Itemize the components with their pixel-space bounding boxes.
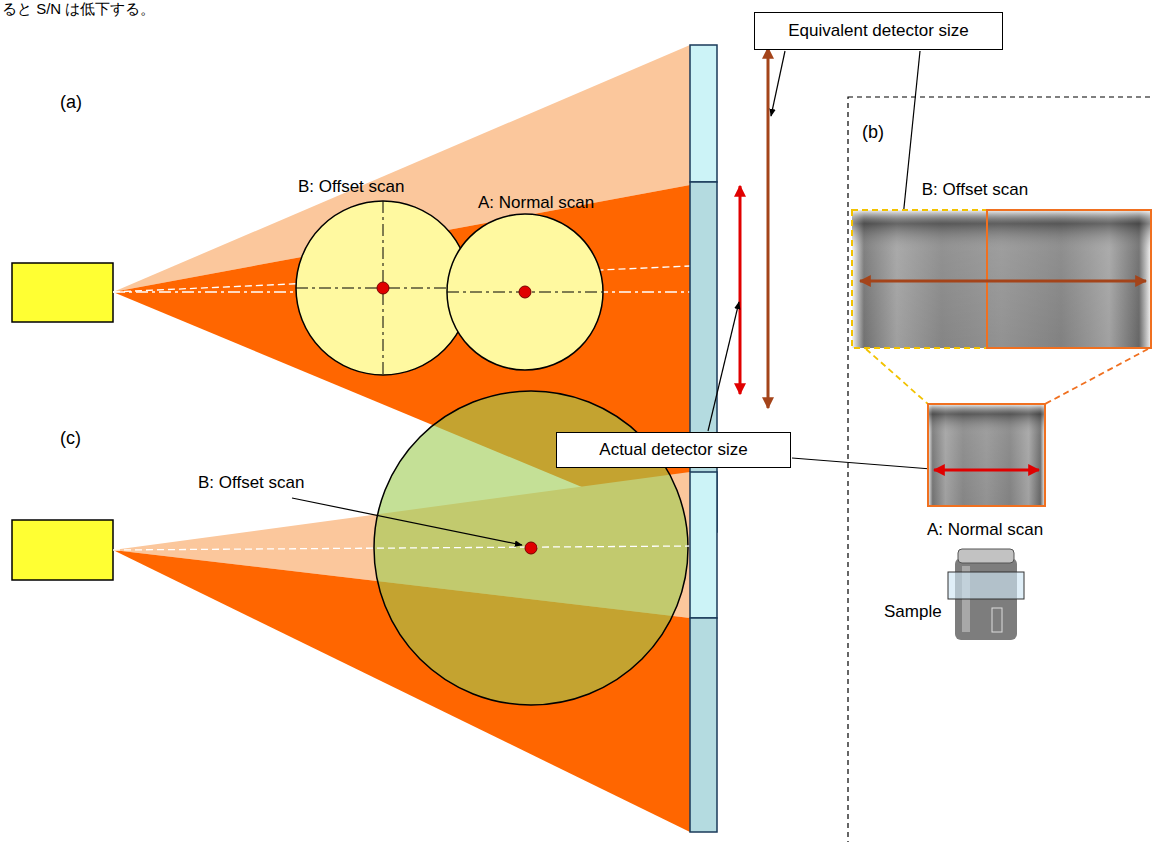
sample-detail bbox=[992, 608, 1002, 632]
scan-label: B: Offset scan bbox=[922, 180, 1028, 200]
detector bbox=[690, 618, 717, 832]
scan-label: B: Offset scan bbox=[298, 177, 404, 197]
panel-label: (a) bbox=[60, 92, 82, 113]
zoom-guide bbox=[866, 349, 928, 404]
equivalent-size-arrow bbox=[767, 48, 770, 408]
scan-label: A: Normal scan bbox=[927, 520, 1043, 540]
projection-shade bbox=[928, 404, 1045, 506]
xray-source bbox=[12, 520, 113, 580]
pointer-arrow bbox=[292, 498, 522, 545]
scan-label: A: Normal scan bbox=[478, 193, 594, 213]
actual-size-arrow bbox=[739, 186, 742, 394]
callout-box: Actual detector size bbox=[556, 432, 791, 468]
rotation-center bbox=[525, 542, 537, 554]
leader-line bbox=[771, 51, 785, 116]
offset-sample-circle bbox=[296, 201, 470, 375]
leader-line bbox=[792, 458, 944, 470]
virtual-detector bbox=[690, 472, 717, 618]
scan-label: B: Offset scan bbox=[198, 473, 304, 493]
actual-half bbox=[987, 210, 1151, 348]
sample-cap bbox=[958, 549, 1014, 563]
normal-sample-circle bbox=[447, 214, 603, 370]
panel-frame bbox=[848, 97, 1152, 842]
projection-shade bbox=[852, 210, 1151, 348]
box-text: Actual detector size bbox=[599, 440, 747, 460]
virtual-detector bbox=[690, 45, 717, 182]
rotation-center bbox=[377, 282, 389, 294]
zoom-guide bbox=[1045, 349, 1148, 404]
offset-projection bbox=[852, 210, 1151, 348]
box-text: Equivalent detector size bbox=[788, 21, 969, 41]
equivalent-size-arrow bbox=[860, 280, 1146, 283]
panel-label: (c) bbox=[60, 428, 81, 449]
normal-projection bbox=[928, 404, 1045, 506]
scan-region bbox=[948, 572, 1024, 599]
sample-label: Sample bbox=[884, 602, 942, 622]
leader-line bbox=[708, 302, 739, 431]
virtual-half bbox=[852, 210, 987, 348]
actual-size-arrow bbox=[934, 469, 1039, 472]
offset-axis bbox=[113, 546, 690, 550]
xray-source bbox=[12, 263, 113, 322]
callout-box: Equivalent detector size bbox=[754, 12, 1003, 50]
note-text: ると S/N は低下する。 bbox=[2, 0, 155, 17]
panel-label: (b) bbox=[862, 122, 884, 143]
rotation-center bbox=[519, 286, 531, 298]
